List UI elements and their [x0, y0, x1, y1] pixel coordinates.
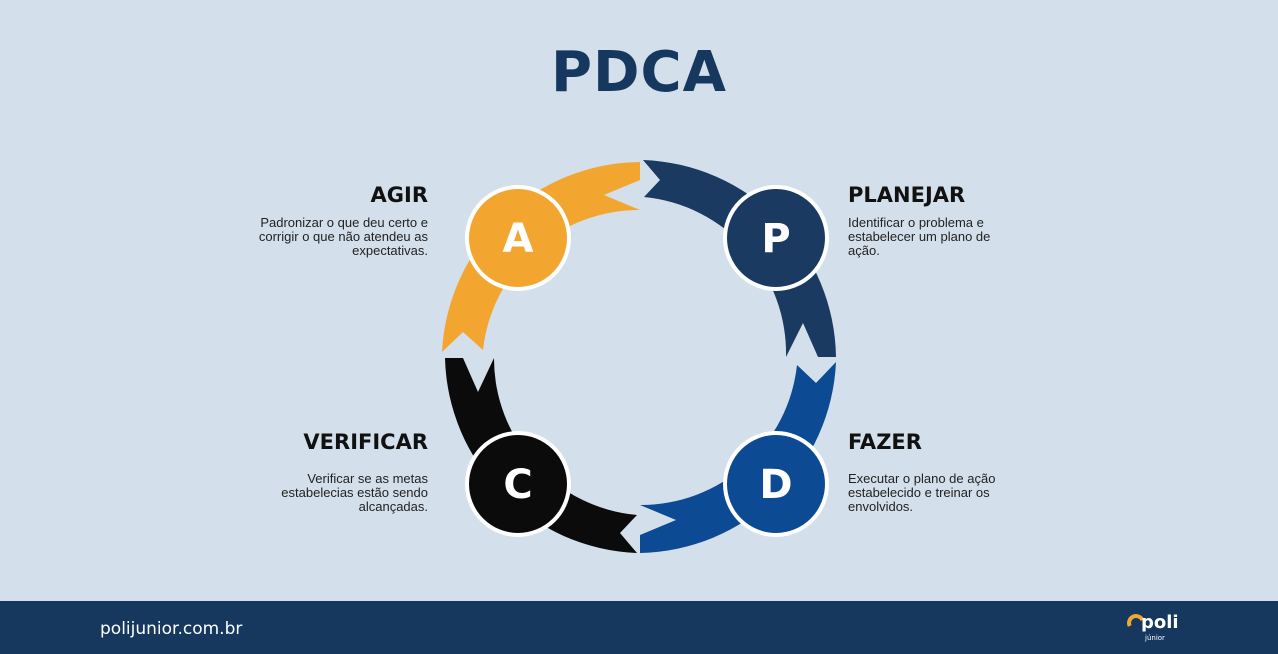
- logo-subtext: júnior: [1145, 634, 1165, 642]
- check-letter: C: [503, 462, 532, 508]
- check-arrow: [445, 358, 637, 553]
- plan-letter: P: [761, 216, 790, 262]
- do-title: FAZER: [848, 430, 922, 454]
- pdca-cycle-diagram: P D C A: [442, 160, 836, 553]
- do-arrow: [640, 362, 836, 553]
- plan-title: PLANEJAR: [848, 183, 966, 207]
- do-description: Executar o plano de ação estabelecido e …: [848, 471, 996, 514]
- page-title: PDCA: [551, 40, 727, 105]
- plan-arrow: [643, 160, 836, 357]
- check-node: C: [465, 431, 571, 537]
- act-node: A: [465, 185, 571, 291]
- logo-text: poli: [1141, 612, 1179, 633]
- act-description: Padronizar o que deu certo e corrigir o …: [258, 215, 428, 258]
- act-arrow: [442, 162, 640, 352]
- act-letter: A: [503, 216, 534, 262]
- check-title: VERIFICAR: [303, 430, 428, 454]
- website-link[interactable]: polijunior.com.br: [100, 619, 243, 639]
- plan-node: P: [723, 185, 829, 291]
- do-letter: D: [759, 462, 792, 508]
- plan-description: Identificar o problema e estabelecer um …: [848, 215, 991, 258]
- poli-junior-logo: poli júnior: [1124, 610, 1179, 648]
- footer-bar: polijunior.com.br poli júnior: [0, 601, 1278, 654]
- act-title: AGIR: [370, 183, 428, 207]
- check-description: Verificar se as metas estabelecias estão…: [281, 471, 428, 514]
- do-node: D: [723, 431, 829, 537]
